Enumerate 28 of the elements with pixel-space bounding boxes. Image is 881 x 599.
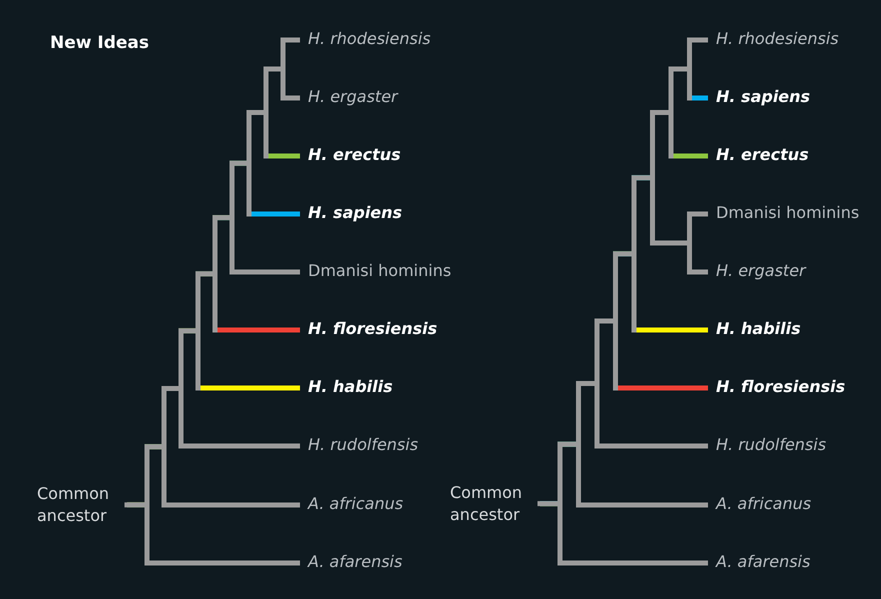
species-label: H. rhodesiensis: [308, 29, 431, 49]
species-label: H. ergaster: [716, 261, 806, 281]
species-label: H. rudolfensis: [716, 435, 826, 455]
species-label: H. floresiensis: [716, 377, 846, 397]
branch-line: [560, 560, 708, 566]
species-label: Dmanisi hominins: [716, 203, 860, 223]
species-label: H. floresiensis: [308, 319, 438, 339]
species-label: H. habilis: [716, 319, 801, 339]
species-label: H. ergaster: [308, 87, 398, 107]
species-label: H. rudolfensis: [308, 435, 418, 455]
species-label: Dmanisi hominins: [308, 261, 452, 281]
species-label: H. erectus: [716, 145, 809, 165]
species-label: A. africanus: [716, 494, 812, 514]
ancestor-label: Common ancestor: [37, 482, 117, 527]
species-label: H. sapiens: [308, 203, 402, 223]
species-label: H. rhodesiensis: [716, 29, 839, 49]
species-label: H. erectus: [308, 145, 401, 165]
branch-line: [283, 38, 300, 42]
species-label: H. sapiens: [716, 87, 810, 107]
species-label: H. habilis: [308, 377, 393, 397]
branch-line: [283, 96, 300, 100]
ancestor-label: Common ancestor: [450, 482, 530, 526]
branch-line: [690, 38, 708, 42]
diagram-title: New Ideas: [50, 33, 149, 53]
species-label: A. afarensis: [716, 552, 810, 572]
species-label: A. afarensis: [308, 552, 402, 572]
branch-line: [147, 560, 300, 566]
species-label: A. africanus: [308, 494, 404, 514]
